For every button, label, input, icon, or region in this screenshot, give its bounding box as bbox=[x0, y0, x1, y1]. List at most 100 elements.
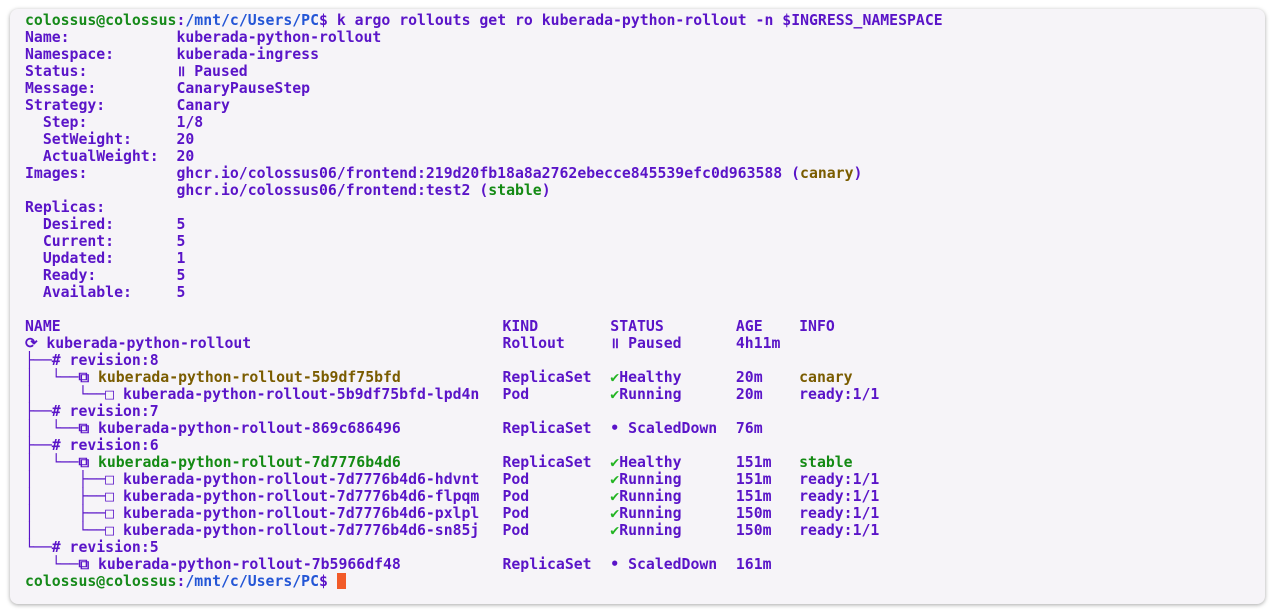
resource-name: revision:8 bbox=[69, 352, 159, 369]
label: Desired: bbox=[25, 216, 115, 233]
status-text: Running bbox=[619, 471, 682, 488]
header-info: INFO bbox=[799, 318, 835, 335]
resource-name: revision:7 bbox=[69, 403, 159, 420]
cell-name: │ ├──□ kuberada-python-rollout-7d7776b4d… bbox=[25, 471, 479, 488]
cell-kind: Pod bbox=[502, 522, 530, 539]
tree-prefix-icon: ├──# bbox=[25, 437, 70, 454]
summary-setweight: SetWeight:20 bbox=[25, 131, 1255, 148]
check-icon: ✔ bbox=[610, 522, 620, 539]
cell-name: │ └──□ kuberada-python-rollout-5b9df75bf… bbox=[25, 386, 479, 403]
label: Replicas: bbox=[25, 199, 106, 216]
cell-info: stable bbox=[799, 454, 853, 471]
prompt-separator: : bbox=[176, 12, 186, 29]
cell-status: ✔Running bbox=[610, 488, 681, 505]
cell-name: ├──# revision:6 bbox=[25, 437, 159, 454]
table-row: └──# revision:5 bbox=[25, 539, 1255, 556]
cell-age: 20m bbox=[735, 369, 763, 386]
terminal-window[interactable]: colossus@colossus:/mnt/c/Users/PC$ k arg… bbox=[10, 9, 1265, 604]
label: Ready: bbox=[25, 267, 97, 284]
pause-icon: ॥ bbox=[610, 335, 620, 352]
cell-kind: ReplicaSet bbox=[502, 454, 592, 471]
resource-name: kuberada-python-rollout-869c686496 bbox=[97, 420, 401, 437]
prompt-symbol: $ bbox=[319, 12, 328, 29]
summary-strategy: Strategy:Canary bbox=[25, 97, 1255, 114]
cell-status: ✔Running bbox=[610, 386, 681, 403]
summary-message: Message:CanaryPauseStep bbox=[25, 80, 1255, 97]
cell-status: ॥ Paused bbox=[610, 335, 681, 352]
value: CanaryPauseStep bbox=[176, 80, 311, 97]
cell-name: └──# revision:5 bbox=[25, 539, 159, 556]
tree-prefix-icon: ⟳ bbox=[25, 335, 47, 352]
tree-prefix-icon: │ └──⧉ bbox=[25, 454, 98, 471]
table-row: │ └──□ kuberada-python-rollout-5b9df75bf… bbox=[25, 386, 1255, 403]
cell-kind: Pod bbox=[502, 505, 530, 522]
cell-name: │ └──□ kuberada-python-rollout-7d7776b4d… bbox=[25, 522, 479, 539]
status-text: ScaledDown bbox=[619, 420, 718, 437]
check-icon: ✔ bbox=[610, 471, 620, 488]
label: Namespace: bbox=[25, 46, 115, 63]
cell-age: 151m bbox=[735, 471, 772, 488]
table-row: ├──# revision:6 bbox=[25, 437, 1255, 454]
label: SetWeight: bbox=[25, 131, 132, 148]
check-icon: ✔ bbox=[610, 454, 620, 471]
tree-prefix-icon: │ ├──□ bbox=[25, 505, 123, 522]
resource-name: kuberada-python-rollout-7d7776b4d6-pxlpl bbox=[123, 505, 480, 522]
cell-name: │ └──⧉ kuberada-python-rollout-5b9df75bf… bbox=[25, 369, 401, 386]
table-row: │ └──⧉ kuberada-python-rollout-869c68649… bbox=[25, 420, 1255, 437]
dot-icon: • bbox=[610, 556, 620, 573]
tree-prefix-icon: │ └──□ bbox=[25, 386, 123, 403]
cell-kind: Pod bbox=[502, 386, 530, 403]
status-text: Healthy bbox=[619, 454, 682, 471]
value: kuberada-python-rollout bbox=[176, 29, 382, 46]
tree-prefix-icon: │ ├──□ bbox=[25, 488, 123, 505]
prompt-path: /mnt/c/Users/PC bbox=[185, 12, 320, 29]
value: ॥ Paused bbox=[176, 63, 248, 80]
resource-name: kuberada-python-rollout-7d7776b4d6-flpqm bbox=[123, 488, 480, 505]
cell-age: 20m bbox=[735, 386, 763, 403]
value: 5 bbox=[176, 284, 186, 301]
summary-namespace: Namespace:kuberada-ingress bbox=[25, 46, 1255, 63]
image-tag: stable bbox=[488, 182, 542, 199]
summary-current: Current:5 bbox=[25, 233, 1255, 250]
header-name: NAME bbox=[25, 318, 61, 335]
summary-step: Step:1/8 bbox=[25, 114, 1255, 131]
status-text: ScaledDown bbox=[619, 556, 718, 573]
summary-image-stable: ghcr.io/colossus06/frontend:test2 (stabl… bbox=[25, 182, 1255, 199]
resource-name: kuberada-python-rollout-5b9df75bfd-lpd4n bbox=[123, 386, 480, 403]
cell-name: ├──# revision:8 bbox=[25, 352, 159, 369]
table-row: │ ├──□ kuberada-python-rollout-7d7776b4d… bbox=[25, 488, 1255, 505]
tree-prefix-icon: │ └──⧉ bbox=[25, 369, 98, 386]
value: 5 bbox=[176, 267, 186, 284]
status-text: Paused bbox=[619, 335, 682, 352]
cell-kind: Rollout bbox=[502, 335, 565, 352]
check-icon: ✔ bbox=[610, 386, 620, 403]
status-text: Healthy bbox=[619, 369, 682, 386]
prompt-separator: : bbox=[176, 573, 186, 590]
cell-status: ✔Running bbox=[610, 522, 681, 539]
check-icon: ✔ bbox=[610, 505, 620, 522]
cell-name: └──⧉ kuberada-python-rollout-7b5966df48 bbox=[25, 556, 401, 573]
value: 5 bbox=[176, 216, 186, 233]
header-status: STATUS bbox=[610, 318, 664, 335]
summary-image-canary: Images:ghcr.io/colossus06/frontend:219d2… bbox=[25, 165, 1255, 182]
summary-ready: Ready: 5 bbox=[25, 267, 1255, 284]
header-age: AGE bbox=[735, 318, 763, 335]
label: ActualWeight: bbox=[25, 148, 159, 165]
cell-name: ├──# revision:7 bbox=[25, 403, 159, 420]
cell-status: • ScaledDown bbox=[610, 556, 717, 573]
label: Updated: bbox=[25, 250, 115, 267]
cell-name: ⟳ kuberada-python-rollout bbox=[25, 335, 251, 352]
summary-status: Status:॥ Paused bbox=[25, 63, 1255, 80]
resource-name: kuberada-python-rollout bbox=[46, 335, 252, 352]
cell-info: ready:1/1 bbox=[799, 505, 880, 522]
cell-info: ready:1/1 bbox=[799, 522, 880, 539]
value: 20 bbox=[176, 148, 195, 165]
prompt-path: /mnt/c/Users/PC bbox=[185, 573, 320, 590]
cell-kind: ReplicaSet bbox=[502, 369, 592, 386]
cell-age: 76m bbox=[735, 420, 763, 437]
resource-name: kuberada-python-rollout-7b5966df48 bbox=[97, 556, 401, 573]
table-row: │ └──⧉ kuberada-python-rollout-5b9df75bf… bbox=[25, 369, 1255, 386]
summary-available: Available:5 bbox=[25, 284, 1255, 301]
summary-actualweight: ActualWeight: 20 bbox=[25, 148, 1255, 165]
resource-name: kuberada-python-rollout-7d7776b4d6-hdvnt bbox=[123, 471, 480, 488]
